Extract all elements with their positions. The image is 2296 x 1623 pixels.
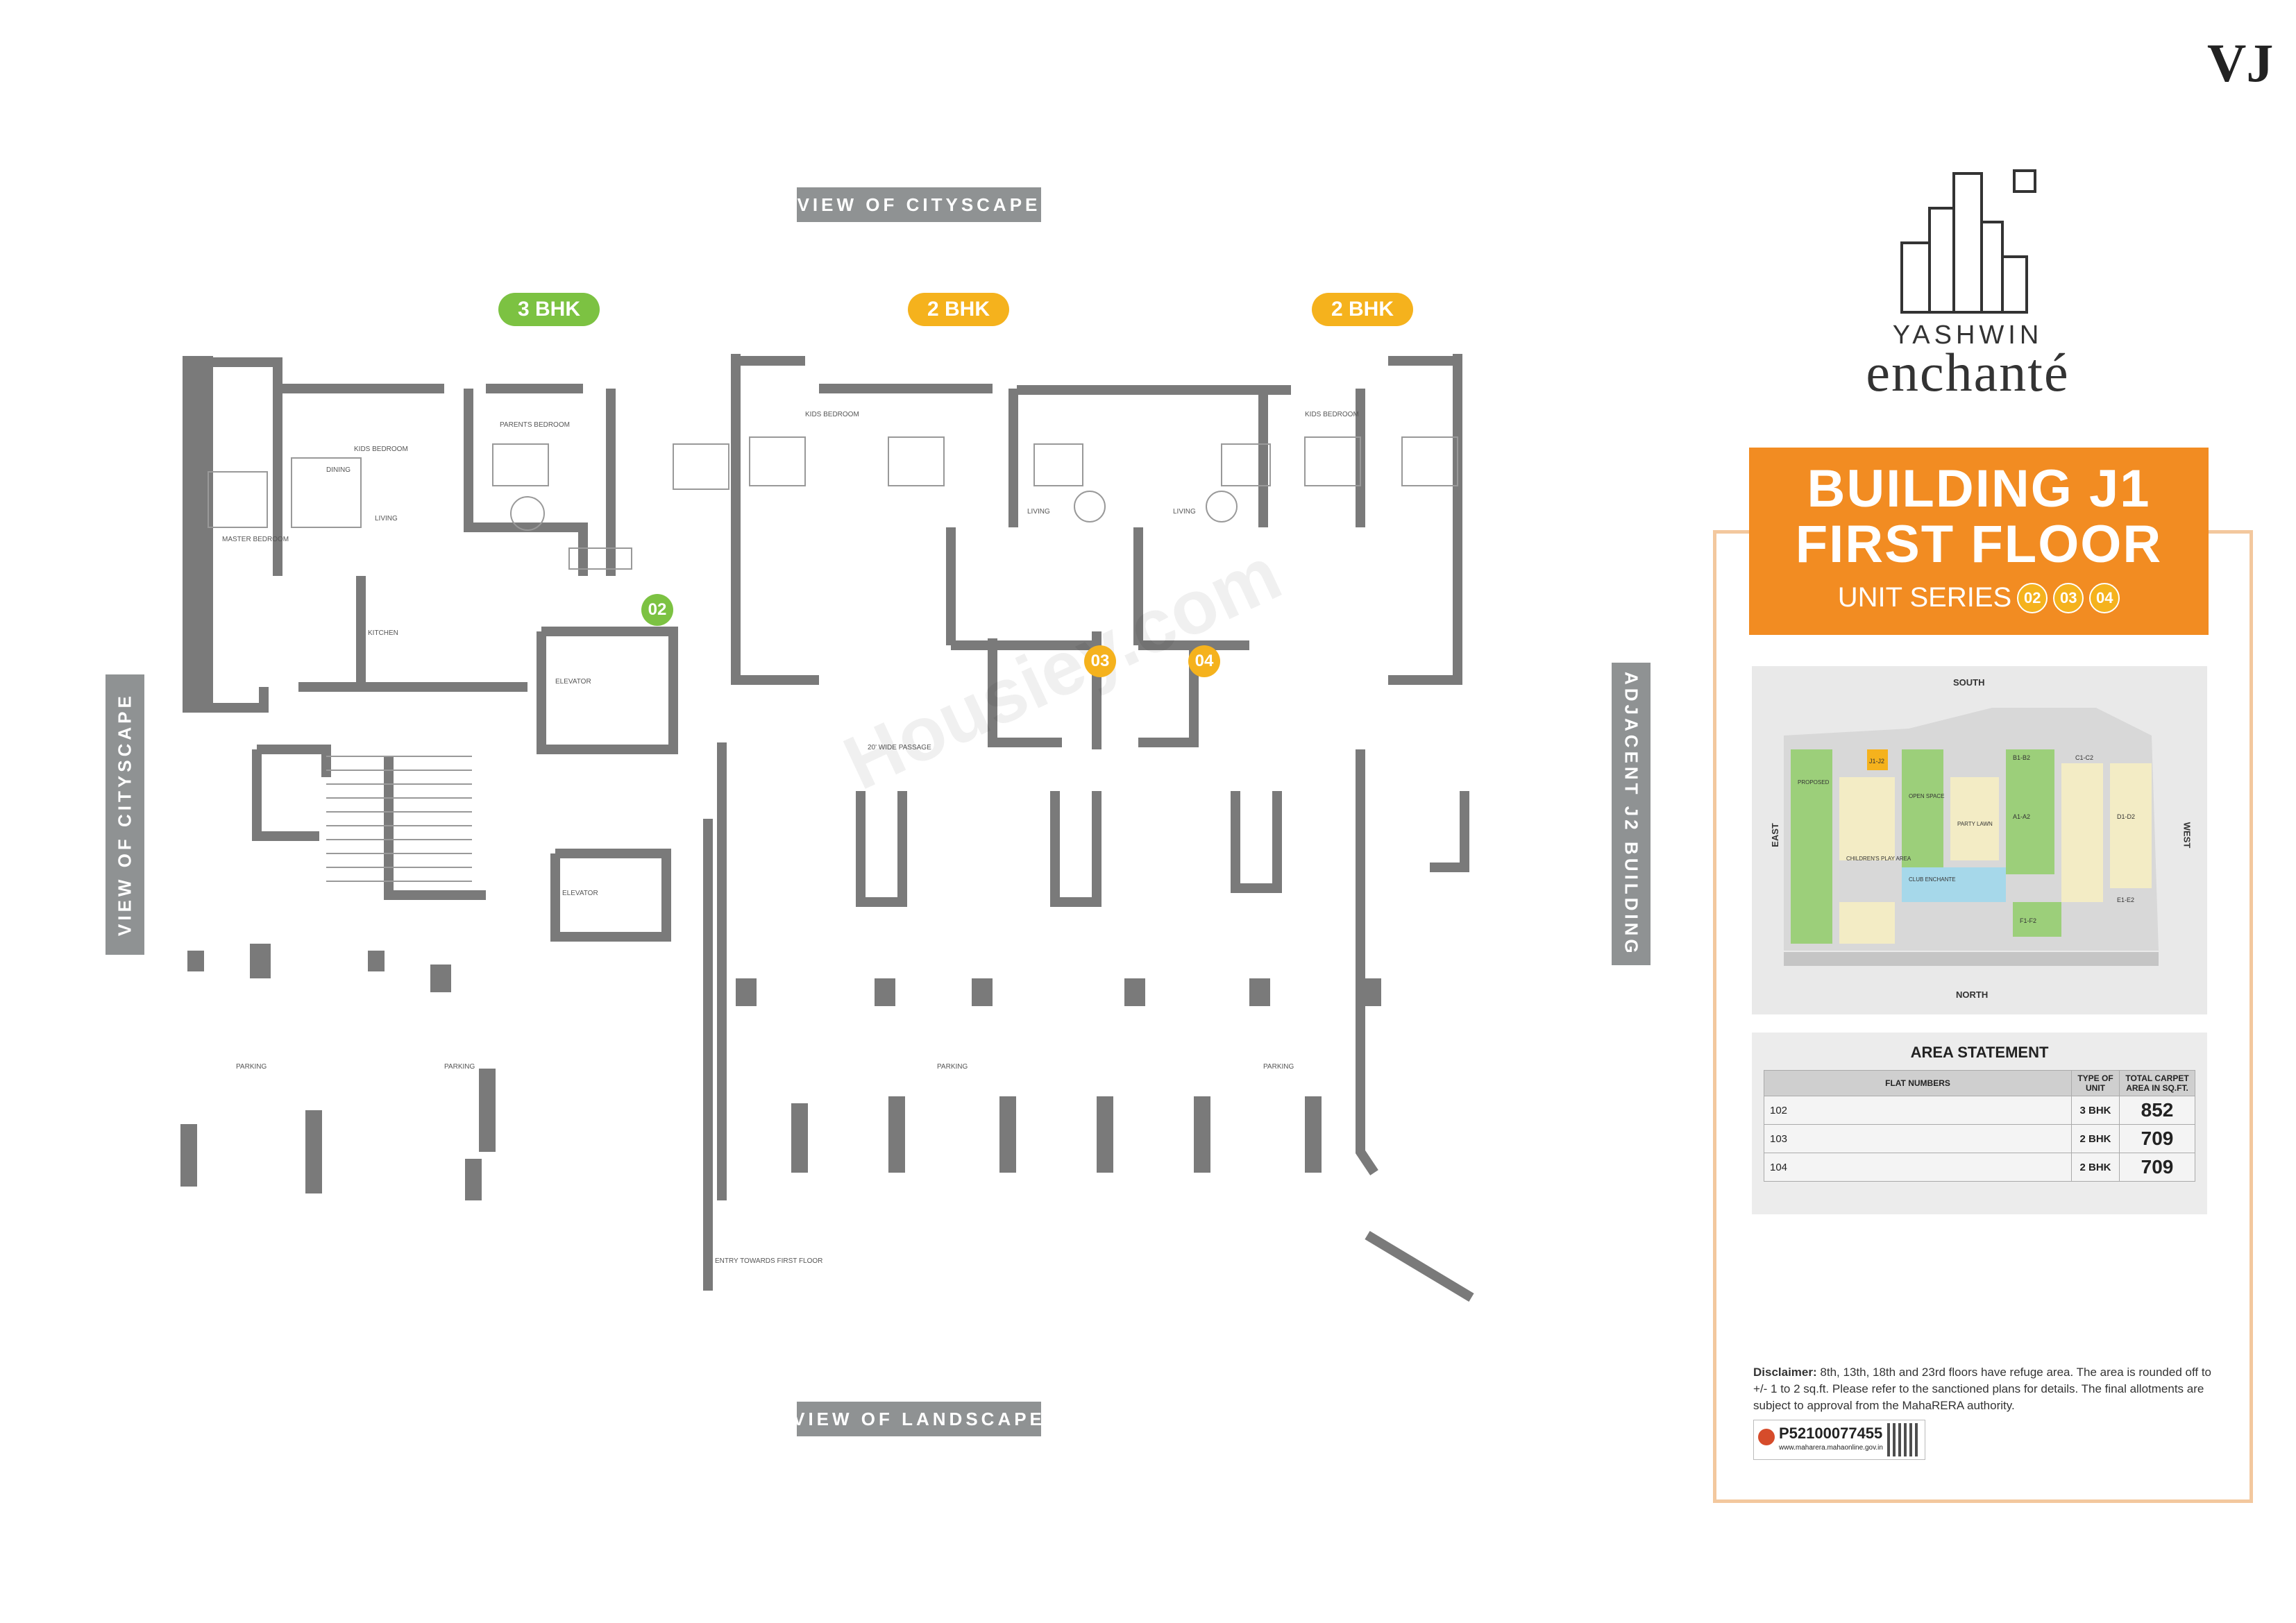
building-logo-icon [1900, 169, 2036, 314]
label-parking-4: PARKING [1263, 1063, 1294, 1071]
label-living-02: LIVING [375, 515, 398, 522]
site-map-j1-j2: J1-J2 [1869, 758, 1884, 765]
cell-type: 3 BHK [2071, 1096, 2120, 1125]
cell-type: 2 BHK [2071, 1124, 2120, 1153]
label-elevator-1: ELEVATOR [555, 678, 591, 686]
label-kids-bedroom-04: KIDS BEDROOM [1305, 411, 1359, 418]
logo-yashwin: YASHWIN [1892, 321, 2043, 350]
site-map-b1-b2: B1-B2 [2013, 754, 2030, 761]
cell-flat: 103 [1764, 1124, 2072, 1153]
cell-area: 709 [2119, 1124, 2195, 1153]
unit-series-badge-03: 03 [2053, 582, 2084, 613]
title-line-1: BUILDING J1 [1807, 459, 2151, 518]
rera-logo-icon [1758, 1429, 1775, 1445]
view-label-bottom: VIEW OF LANDSCAPE [793, 1402, 1042, 1436]
label-living-03: LIVING [1027, 508, 1050, 516]
unit-series-badge-02: 02 [2017, 582, 2048, 613]
furniture [208, 436, 1458, 570]
view-label-right: ADJACENT J2 BUILDING [1612, 663, 1651, 965]
unit-series: UNIT SERIES 02 03 04 [1749, 582, 2209, 613]
label-dining-02: DINING [326, 466, 351, 474]
title-box: BUILDING J1 FIRST FLOOR UNIT SERIES 02 0… [1749, 448, 2209, 635]
area-statement-title: AREA STATEMENT [1910, 1044, 2049, 1061]
disclaimer-text: 8th, 13th, 18th and 23rd floors have ref… [1753, 1366, 2212, 1412]
staircase [326, 756, 472, 882]
cell-area: 852 [2119, 1096, 2195, 1125]
unit-type-pill-04: 2 BHK [1312, 293, 1413, 326]
title-line-2: FIRST FLOOR [1795, 515, 2163, 574]
label-elevator-2: ELEVATOR [562, 890, 598, 897]
unit-badge-02: 02 [641, 594, 673, 626]
cell-flat: 104 [1764, 1153, 2072, 1182]
disclaimer-label: Disclaimer: [1753, 1366, 1817, 1379]
disclaimer: Disclaimer: 8th, 13th, 18th and 23rd flo… [1753, 1364, 2211, 1414]
label-parking-2: PARKING [444, 1063, 475, 1071]
site-map-a1-a2: A1-A2 [2013, 813, 2030, 820]
view-label-left: VIEW OF CITYSCAPE [105, 674, 144, 955]
area-statement: AREA STATEMENT FLAT NUMBERS TYPE OF UNIT… [1752, 1033, 2207, 1214]
header-total-carpet-area: TOTAL CARPET AREA IN SQ.FT. [2119, 1070, 2195, 1096]
vj-logo: VJ [2207, 33, 2274, 93]
unit-type-pill-03: 2 BHK [908, 293, 1009, 326]
label-master-bedroom: MASTER BEDROOM [222, 536, 289, 543]
rera-number: P52100077455 [1779, 1425, 1883, 1442]
header-type-of-unit: TYPE OF UNIT [2071, 1070, 2120, 1096]
walls [183, 354, 1474, 1302]
qr-code-icon [1887, 1423, 1921, 1456]
floor-plan: KIDS BEDROOM MASTER BEDROOM PARENTS BEDR… [180, 354, 1474, 1302]
label-parents-bedroom: PARENTS BEDROOM [500, 421, 570, 429]
cell-type: 2 BHK [2071, 1153, 2120, 1182]
unit-badge-03: 03 [1084, 645, 1116, 677]
unit-badge-04: 04 [1188, 645, 1220, 677]
table-row: 102 3 BHK 852 [1764, 1096, 2195, 1125]
rera-badge: P52100077455 www.maharera.mahaonline.gov… [1753, 1420, 1925, 1460]
columns [180, 944, 1381, 1200]
site-map-e1-e2: E1-E2 [2117, 897, 2134, 903]
table-header-row: FLAT NUMBERS TYPE OF UNIT TOTAL CARPET A… [1764, 1070, 2195, 1096]
site-map-party-lawn: PARTY LAWN [1957, 821, 1993, 827]
watermark: Housiey.com [832, 530, 1293, 806]
label-parking-3: PARKING [937, 1063, 968, 1071]
logo-enchante: enchanté [1866, 342, 2070, 402]
site-map-west: WEST [2181, 822, 2193, 849]
site-map-south: SOUTH [1953, 677, 1985, 688]
site-map-east: EAST [1769, 823, 1780, 847]
unit-type-pill-02: 3 BHK [498, 293, 600, 326]
table-row: 104 2 BHK 709 [1764, 1153, 2195, 1182]
label-living-04: LIVING [1173, 508, 1196, 516]
label-kids-bedroom-03: KIDS BEDROOM [805, 411, 859, 418]
site-map-c1-c2: C1-C2 [2075, 754, 2093, 761]
site-map-drawing: J1-J2 B1-B2 C1-C2 A1-A2 D1-D2 F1-F2 E1-E… [1784, 708, 2159, 966]
unit-series-label: UNIT SERIES [1837, 582, 2012, 613]
site-map-f1-f2: F1-F2 [2020, 917, 2036, 924]
site-map-d1-d2: D1-D2 [2117, 813, 2135, 820]
site-map-proposed: PROPOSED [1798, 779, 1830, 785]
area-statement-table: FLAT NUMBERS TYPE OF UNIT TOTAL CARPET A… [1764, 1070, 2195, 1182]
label-kitchen-02: KITCHEN [368, 629, 398, 637]
site-map-open-space: OPEN SPACE [1909, 793, 1944, 799]
table-row: 103 2 BHK 709 [1764, 1124, 2195, 1153]
cell-flat: 102 [1764, 1096, 2072, 1125]
label-parking-1: PARKING [236, 1063, 267, 1071]
label-passage: 20' WIDE PASSAGE [868, 744, 931, 751]
site-map-play-area: CHILDREN'S PLAY AREA [1846, 856, 1911, 862]
label-entry: ENTRY TOWARDS FIRST FLOOR [715, 1257, 822, 1265]
site-map-north: NORTH [1956, 989, 1989, 1000]
site-map: SOUTH NORTH EAST WEST J1-J2 B1-B2 C1-C2 … [1752, 666, 2207, 1014]
view-label-top: VIEW OF CITYSCAPE [797, 187, 1041, 222]
rera-url: www.maharera.mahaonline.gov.in [1779, 1444, 1883, 1452]
cell-area: 709 [2119, 1153, 2195, 1182]
header-flat-numbers: FLAT NUMBERS [1764, 1070, 2072, 1096]
label-kids-bedroom: KIDS BEDROOM [354, 445, 408, 453]
unit-series-badge-04: 04 [2089, 582, 2120, 613]
site-map-club: CLUB ENCHANTE [1909, 876, 1956, 883]
